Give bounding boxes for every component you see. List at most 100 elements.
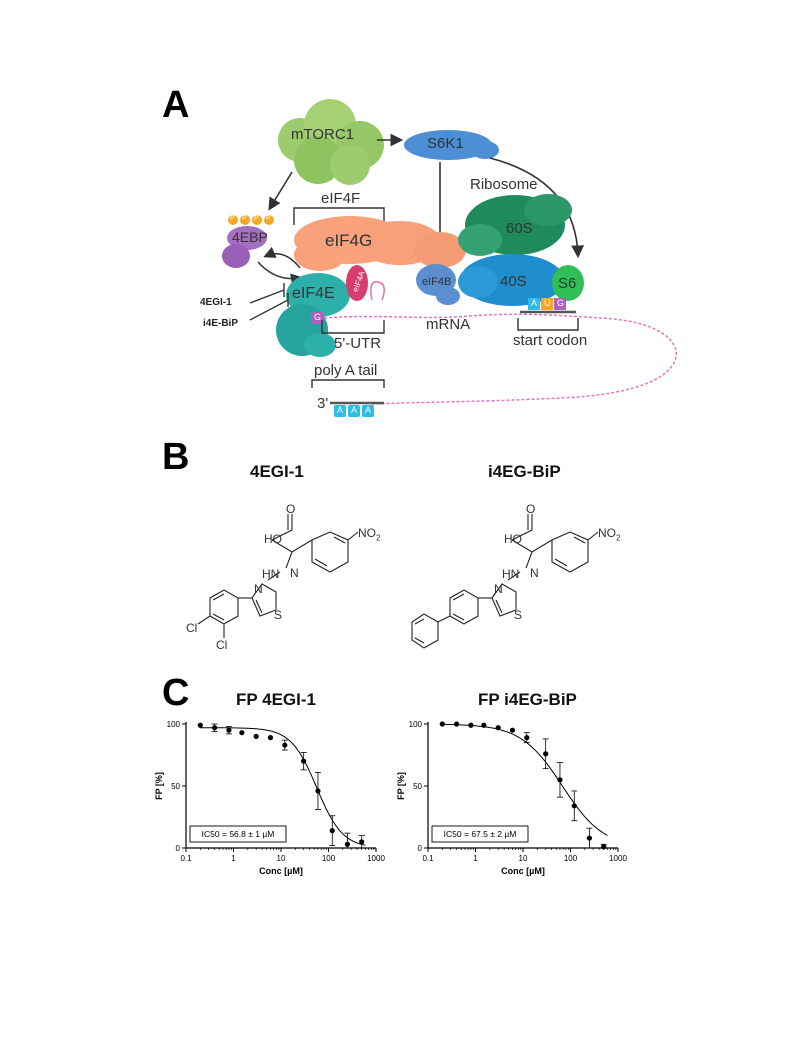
panel-label-c: C bbox=[162, 672, 190, 714]
arrow-s6k1-s6 bbox=[489, 157, 585, 259]
arrow-4ebp-eif4e bbox=[257, 261, 303, 286]
mrna-hairpin bbox=[370, 281, 385, 301]
tail-a-2 bbox=[348, 405, 360, 417]
tail-a-label: A bbox=[351, 405, 358, 415]
x-tick-label: 1000 bbox=[609, 854, 627, 863]
inhibition-i4ebip bbox=[249, 293, 289, 321]
atom-n: N bbox=[290, 566, 299, 580]
atom-ho: HO bbox=[264, 532, 282, 546]
data-point bbox=[481, 722, 487, 728]
label-utr: 5'-UTR bbox=[334, 335, 382, 352]
x-tick-label: 0.1 bbox=[422, 854, 434, 863]
data-point bbox=[359, 839, 365, 845]
data-point bbox=[344, 841, 351, 847]
x-axis-label: Conc [µM] bbox=[259, 866, 303, 876]
pathway-diagram bbox=[222, 99, 677, 417]
atom-cl-1: Cl bbox=[186, 621, 198, 635]
polya-bracket bbox=[311, 379, 385, 388]
utr-bracket bbox=[321, 320, 385, 334]
tail-a-3 bbox=[362, 405, 374, 417]
y-tick-label: 0 bbox=[176, 844, 181, 853]
data-point bbox=[571, 803, 577, 809]
data-point bbox=[239, 730, 245, 736]
ic50-annotation: IC50 = 67.5 ± 2 µM bbox=[444, 829, 517, 839]
cap-box bbox=[311, 312, 323, 324]
atom-s: S bbox=[514, 608, 523, 622]
tail-a-1 bbox=[334, 405, 346, 417]
label-eif4f: eIF4F bbox=[321, 190, 361, 207]
data-point bbox=[453, 721, 460, 727]
y-tick-label: 50 bbox=[171, 782, 180, 791]
phosphate-label: P bbox=[242, 215, 247, 222]
label-4egi1: 4EGI-1 bbox=[200, 297, 232, 308]
chart-title-1: FP 4EGI-1 bbox=[236, 690, 316, 709]
mrna-strand bbox=[323, 313, 677, 405]
data-point bbox=[197, 722, 203, 728]
label-polya: poly A tail bbox=[314, 362, 378, 379]
atom-no2: NO2 bbox=[358, 526, 381, 543]
data-point bbox=[495, 725, 501, 731]
structure-4egi1 bbox=[197, 514, 359, 638]
mtorc1-shape bbox=[278, 99, 384, 185]
x-tick-label: 0.1 bbox=[180, 854, 192, 863]
ic50-annotation: IC50 = 56.8 ± 1 µM bbox=[202, 829, 275, 839]
x-axis-label: Conc [µM] bbox=[501, 866, 545, 876]
label-s6: S6 bbox=[558, 275, 577, 292]
y-axis-label: FP [%] bbox=[396, 772, 406, 800]
fit-curve bbox=[200, 727, 366, 846]
atom-n-ring: N bbox=[494, 582, 503, 596]
codon-g-label: G bbox=[557, 298, 565, 308]
label-60s: 60S bbox=[506, 220, 533, 237]
label-eif4b: eIF4B bbox=[422, 276, 452, 288]
compound-title-4egi1: 4EGI-1 bbox=[250, 462, 304, 481]
x-tick-label: 100 bbox=[322, 854, 336, 863]
ic50-box bbox=[431, 825, 529, 843]
label-three-prime: 3' bbox=[317, 395, 329, 412]
x-tick-label: 1 bbox=[231, 854, 236, 863]
phosphate-label: P bbox=[254, 215, 259, 222]
phosphate-group bbox=[228, 215, 274, 225]
label-ribosome: Ribosome bbox=[470, 176, 538, 193]
atom-n-ring: N bbox=[254, 582, 263, 596]
data-point bbox=[509, 727, 516, 733]
label-eif4g: eIF4G bbox=[325, 231, 373, 250]
label-s6k1: S6K1 bbox=[427, 135, 464, 152]
data-point bbox=[468, 722, 474, 728]
eif4a-shape bbox=[346, 265, 368, 301]
inhibition-4egi1 bbox=[249, 283, 285, 304]
x-tick-label: 1000 bbox=[367, 854, 385, 863]
y-tick-label: 0 bbox=[418, 844, 423, 853]
data-point bbox=[253, 733, 259, 739]
codon-g bbox=[554, 298, 566, 310]
atom-n: N bbox=[530, 566, 539, 580]
atom-s: S bbox=[274, 608, 283, 622]
s6k1-shape bbox=[404, 130, 499, 160]
atom-ho: HO bbox=[504, 532, 522, 546]
data-point bbox=[301, 758, 307, 764]
eif4g-shape bbox=[294, 216, 466, 271]
atom-cl-2: Cl bbox=[216, 638, 228, 652]
data-point bbox=[543, 751, 549, 757]
phosphate-label: P bbox=[266, 215, 271, 222]
label-start-codon: start codon bbox=[513, 332, 588, 349]
data-point bbox=[211, 725, 218, 731]
tail-a-label: A bbox=[337, 405, 344, 415]
fit-curve bbox=[442, 723, 608, 836]
ic50-box bbox=[189, 825, 287, 843]
y-tick-label: 50 bbox=[413, 782, 422, 791]
codon-a bbox=[528, 298, 540, 310]
codon-u-label: U bbox=[544, 298, 551, 308]
codon-u bbox=[541, 298, 553, 310]
data-point bbox=[601, 844, 607, 850]
eif4b-shape bbox=[416, 264, 460, 305]
y-tick-label: 100 bbox=[409, 720, 423, 729]
atom-o: O bbox=[526, 502, 536, 516]
x-tick-label: 10 bbox=[277, 854, 286, 863]
x-tick-label: 100 bbox=[564, 854, 578, 863]
x-tick-label: 1 bbox=[473, 854, 478, 863]
eif4f-bracket bbox=[293, 207, 385, 225]
data-point bbox=[267, 735, 274, 741]
label-4ebp: 4EBP bbox=[232, 229, 268, 245]
